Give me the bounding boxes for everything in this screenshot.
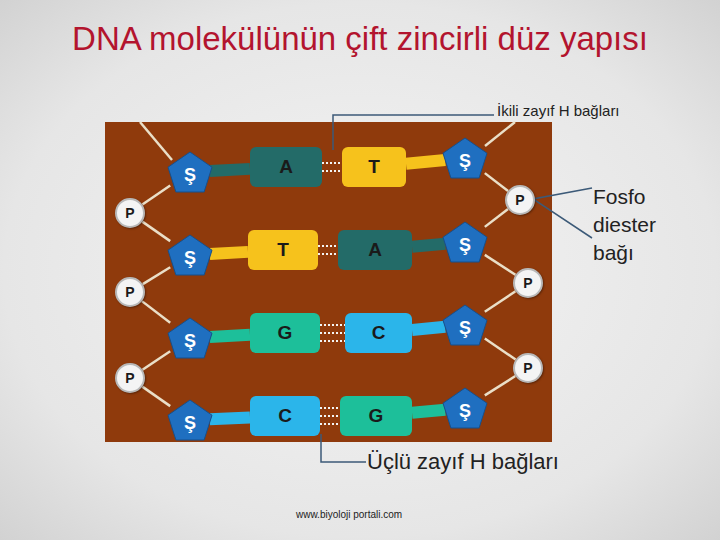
phosphate-circle-text: P (523, 360, 532, 376)
base-block-text: G (278, 322, 293, 344)
sugar-base-link (412, 410, 445, 413)
sugar-outline (443, 388, 487, 428)
phosphate-circle: P (115, 363, 145, 393)
backbone-bond (485, 339, 516, 360)
sugar-base-link (210, 335, 250, 337)
sugar-pentagon-text: Ş (459, 235, 471, 256)
sugar-outline (168, 318, 212, 358)
hydrogen-bond (322, 162, 342, 164)
phosphate-circle: P (505, 185, 535, 215)
backbone-end (140, 122, 172, 160)
leader-wedge (533, 188, 592, 238)
backbone-bond (485, 173, 508, 191)
backbone-bond (142, 186, 170, 205)
sugar-pentagon-text: Ş (459, 318, 471, 339)
sugar-pentagon: Ş (168, 152, 212, 192)
base-block: A (250, 147, 322, 187)
sugar-pentagon: Ş (443, 388, 487, 428)
phosphate-circle-text: P (125, 284, 134, 300)
hydrogen-bond (320, 332, 345, 334)
sugar-pentagon-text: Ş (184, 248, 196, 269)
sugar-pentagon: Ş (168, 318, 212, 358)
sugar-pentagon-text: Ş (184, 331, 196, 352)
phosphate-circle-text: P (515, 192, 524, 208)
sugar-outline (443, 305, 487, 345)
hydrogen-bond (320, 423, 340, 425)
hydrogen-bond (320, 324, 345, 326)
sugar-pentagon-text: Ş (459, 151, 471, 172)
hydrogen-bond (320, 415, 340, 417)
base-block: A (338, 230, 412, 270)
hydrogen-bond (320, 340, 345, 342)
base-block-text: A (368, 239, 382, 261)
base-block-text: T (277, 239, 289, 261)
sugar-base-link (210, 417, 250, 419)
base-block-text: G (369, 405, 384, 427)
base-block-text: A (279, 156, 293, 178)
hydrogen-bond (320, 407, 340, 409)
sugar-pentagon: Ş (443, 138, 487, 178)
base-block: C (345, 313, 412, 353)
phosphate-circle: P (115, 198, 145, 228)
phosphate-circle-text: P (523, 275, 532, 291)
sugar-pentagon: Ş (443, 222, 487, 262)
sugar-pentagon: Ş (168, 235, 212, 275)
backbone-end (485, 122, 515, 146)
backbone-bond (485, 255, 516, 275)
phosphate-circle-text: P (125, 205, 134, 221)
sugar-outline (443, 222, 487, 262)
callout-label: Üçlü zayıf H bağları (367, 449, 559, 475)
hydrogen-bond (322, 170, 342, 172)
sugar-pentagon: Ş (168, 400, 212, 440)
sugar-outline (168, 235, 212, 275)
phosphate-circle: P (513, 353, 543, 383)
base-block: T (342, 147, 406, 187)
background-panel (105, 122, 552, 442)
backbone-bond (142, 222, 170, 242)
base-block: T (248, 230, 318, 270)
base-block: G (250, 313, 320, 353)
backbone-bond (142, 387, 170, 407)
sugar-outline (168, 400, 212, 440)
backbone-bond (142, 301, 170, 323)
base-block-text: C (372, 322, 386, 344)
backbone-bond (142, 351, 170, 369)
backbone-bond (485, 291, 516, 311)
phosphate-circle: P (513, 268, 543, 298)
sugar-outline (443, 138, 487, 178)
sugar-pentagon-text: Ş (459, 401, 471, 422)
sugar-base-link (210, 169, 250, 171)
diagram-title: DNA molekülünün çift zincirli düz yapısı (70, 16, 650, 62)
base-block-text: C (278, 405, 292, 427)
backbone-bond (485, 209, 508, 227)
hydrogen-bond (318, 245, 338, 247)
sugar-base-link (412, 327, 445, 330)
sugar-base-link (412, 244, 445, 247)
callout-label: İkili zayıf H bağları (497, 102, 620, 120)
watermark: www.biyoloji portali.com (296, 509, 402, 521)
sugar-pentagon: Ş (443, 305, 487, 345)
connector-group (142, 160, 516, 424)
leader-line (321, 434, 366, 462)
backbone-bond (143, 267, 170, 284)
callout-label: Fosfo diester bağı (593, 183, 683, 267)
base-block: C (250, 396, 320, 436)
sugar-outline (168, 152, 212, 192)
sugar-pentagon-text: Ş (184, 413, 196, 434)
phosphate-circle: P (115, 277, 145, 307)
base-block: G (340, 396, 412, 436)
sugar-base-link (210, 252, 248, 254)
hydrogen-bond (318, 253, 338, 255)
backbone-bond (485, 376, 516, 395)
phosphate-circle-text: P (125, 370, 134, 386)
sugar-pentagon-text: Ş (184, 165, 196, 186)
sugar-base-link (406, 160, 445, 164)
base-block-text: T (368, 156, 380, 178)
